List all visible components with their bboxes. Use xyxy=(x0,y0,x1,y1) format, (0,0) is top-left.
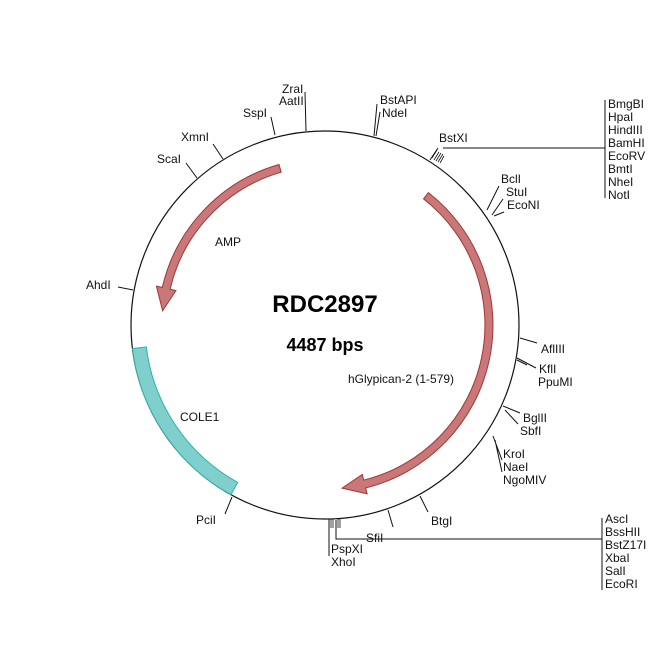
site-ngomiv: NgoMIV xyxy=(503,473,546,487)
plasmid-name: RDC2897 xyxy=(272,291,377,318)
site-ahdi: AhdI xyxy=(86,278,111,292)
site-bstz17i: BstZ17I xyxy=(605,538,646,552)
site-noti: NotI xyxy=(608,188,630,202)
site-xbai: XbaI xyxy=(605,551,630,565)
cole1-feature xyxy=(131,346,239,496)
site-xhoi: XhoI xyxy=(331,555,356,569)
site-pspxi: PspXI xyxy=(331,542,363,556)
site-bstxi: BstXI xyxy=(439,131,468,145)
amp-arrow xyxy=(155,163,282,313)
site-scai: ScaI xyxy=(157,152,181,166)
site-bmti: BmtI xyxy=(608,162,633,176)
site-hindiii: HindIII xyxy=(608,123,643,137)
site-ppumi: PpuMI xyxy=(538,375,573,389)
site-bcli: BclI xyxy=(501,172,521,186)
site-hpai: HpaI xyxy=(608,110,633,124)
site-bmgbi: BmgBI xyxy=(608,97,644,111)
site-bstapi: BstAPI xyxy=(380,93,417,107)
site-btgi: BtgI xyxy=(431,514,452,528)
site-bglii: BglII xyxy=(523,411,547,425)
site-zrai: ZraI xyxy=(282,82,303,96)
site-sali: SalI xyxy=(605,564,626,578)
site-xmni: XmnI xyxy=(181,130,209,144)
site-bsshii: BssHII xyxy=(605,525,640,539)
site-aatii: AatII xyxy=(279,94,304,108)
site-pcii: PciI xyxy=(196,513,216,527)
site-asci: AscI xyxy=(605,512,628,526)
cole1-label: COLE1 xyxy=(180,410,220,424)
glypican-label: hGlypican-2 (1-579) xyxy=(348,372,454,386)
site-ecori: EcoRI xyxy=(605,577,638,591)
site-labels: ZraI AatII SspI XmnI ScaI BstAPI NdeI Bs… xyxy=(86,82,646,591)
backbone-circle xyxy=(130,130,520,520)
restriction-ticks xyxy=(117,91,606,590)
site-naei: NaeI xyxy=(503,460,528,474)
site-nhei: NheI xyxy=(608,175,633,189)
site-kroi: KroI xyxy=(503,447,525,461)
glypican-arrow xyxy=(340,191,494,495)
site-bamhi: BamHI xyxy=(608,136,645,150)
site-stui: StuI xyxy=(506,185,527,199)
site-afliii: AflIII xyxy=(541,342,565,356)
site-econi: EcoNI xyxy=(507,198,540,212)
plasmid-size: 4487 bps xyxy=(286,335,363,355)
site-sspi: SspI xyxy=(243,106,267,120)
site-ndei: NdeI xyxy=(382,106,407,120)
amp-label: AMP xyxy=(215,235,241,249)
site-sbfi: SbfI xyxy=(520,424,541,438)
site-kfli: KflI xyxy=(539,362,556,376)
site-sfii: SfiI xyxy=(366,531,383,545)
site-ecorv: EcoRV xyxy=(608,149,645,163)
